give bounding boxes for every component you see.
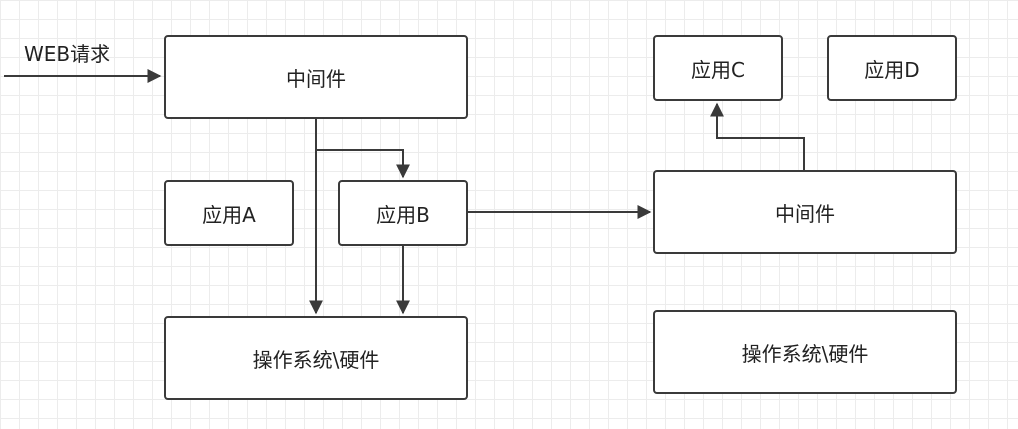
middleware-to-app-b-arrow <box>316 149 410 179</box>
app-c-node[interactable]: 应用C <box>653 35 783 101</box>
app-a-node[interactable]: 应用A <box>164 180 294 246</box>
middleware-node[interactable]: 中间件 <box>164 35 468 119</box>
remote-middleware-to-app-c-arrow <box>710 102 805 170</box>
remote-os-hardware-node[interactable]: 操作系统\硬件 <box>653 310 957 394</box>
app-d-node[interactable]: 应用D <box>827 35 957 101</box>
web-request-label: WEB请求 <box>24 42 111 66</box>
remote-middleware-node[interactable]: 中间件 <box>653 170 957 254</box>
app-b-node[interactable]: 应用B <box>338 180 468 246</box>
os-hardware-node[interactable]: 操作系统\硬件 <box>164 316 468 400</box>
